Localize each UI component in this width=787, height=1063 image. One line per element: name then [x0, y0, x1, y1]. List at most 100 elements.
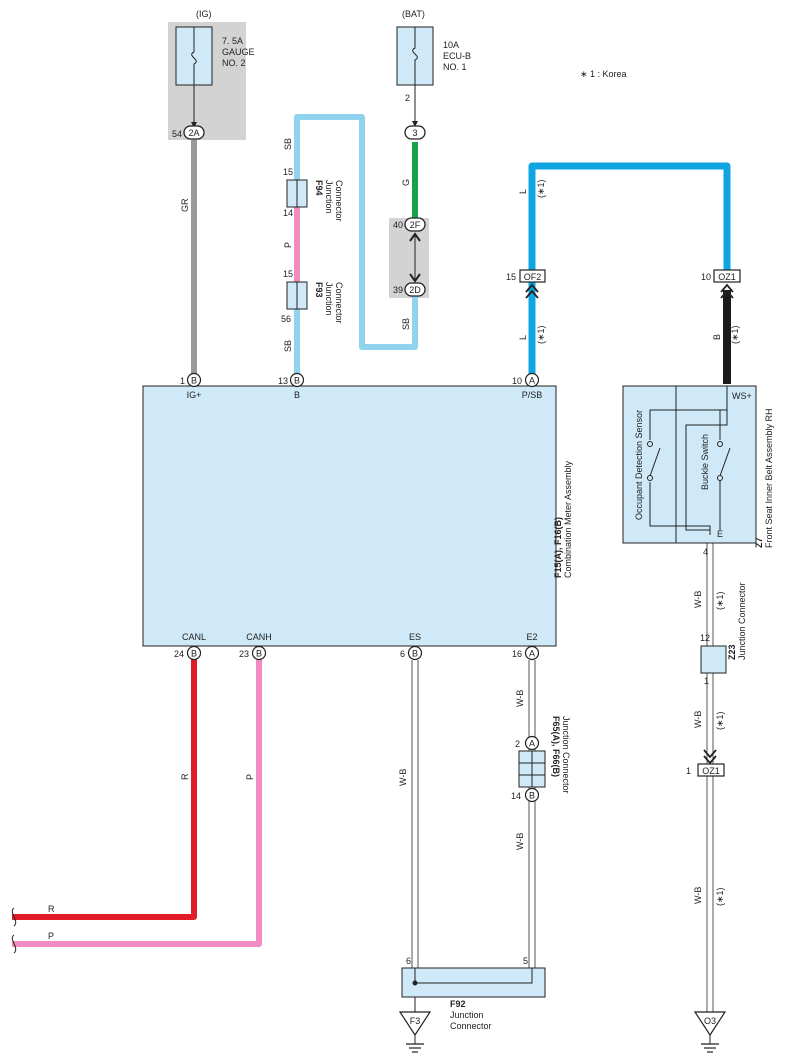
- svg-text:Front Seat Inner Belt Assembly: Front Seat Inner Belt Assembly RH: [764, 408, 774, 548]
- svg-text:6: 6: [400, 649, 405, 659]
- svg-text:F92: F92: [450, 999, 466, 1009]
- ground-o3-icon: O3: [693, 1011, 727, 1053]
- label-l2-note: (∗1): [536, 325, 546, 344]
- wire-wb-es: [411, 660, 419, 968]
- svg-text:2: 2: [515, 739, 520, 749]
- svg-text:Combination Meter Assembly: Combination Meter Assembly: [563, 460, 573, 578]
- label-wb5: W-B: [693, 711, 703, 728]
- svg-text:A: A: [529, 649, 535, 659]
- svg-text:Junction Connector: Junction Connector: [561, 716, 571, 794]
- bat-fuse-icon: [412, 27, 418, 85]
- connector-3: 3: [404, 125, 426, 140]
- svg-text:CANL: CANL: [182, 632, 206, 642]
- svg-text:OF2: OF2: [524, 272, 542, 282]
- label-wb2: W-B: [515, 690, 525, 707]
- svg-text:F65(A), F66(B): F65(A), F66(B): [551, 716, 561, 777]
- svg-text:O3: O3: [704, 1016, 716, 1026]
- label-l1-note: (∗1): [536, 179, 546, 198]
- svg-text:2A: 2A: [188, 128, 199, 138]
- label-b-note: (∗1): [730, 325, 740, 344]
- ig-fuse-no: NO. 2: [222, 58, 246, 68]
- svg-text:B: B: [294, 390, 300, 400]
- pin-40: 40: [393, 220, 403, 230]
- svg-text:P/SB: P/SB: [522, 390, 543, 400]
- meter-term-es: ES B 6: [400, 632, 423, 661]
- svg-text:B: B: [191, 376, 197, 386]
- connector-2a: 2A: [183, 125, 205, 140]
- label-wb4: W-B: [693, 591, 703, 608]
- label-p-end: P: [48, 931, 54, 941]
- meter-term-e2: E2 A 16: [512, 632, 540, 661]
- z7-assembly: [622, 385, 757, 544]
- svg-text:Z23: Z23: [727, 644, 737, 660]
- label-l1: L: [518, 189, 528, 194]
- svg-text:B: B: [191, 649, 197, 659]
- bat-fuse-no: NO. 1: [443, 62, 467, 72]
- bat-fuse-rating: 10A: [443, 40, 459, 50]
- meter-term-canh: CANH B 23: [239, 632, 272, 661]
- svg-text:1: 1: [180, 376, 185, 386]
- z7-e-label: E: [717, 529, 723, 539]
- label-wb6-note: (∗1): [715, 887, 725, 906]
- svg-text:B: B: [256, 649, 262, 659]
- z23-connector: [700, 645, 727, 674]
- bat-fuse-name: ECU-B: [443, 51, 471, 61]
- label-wb6: W-B: [693, 887, 703, 904]
- label-sb1: SB: [283, 138, 293, 150]
- korea-note: ∗ 1 : Korea: [580, 69, 627, 79]
- buckle-label: Buckle Switch: [700, 434, 710, 490]
- label-gr: GR: [180, 198, 190, 212]
- svg-text:B: B: [294, 376, 300, 386]
- svg-text:B: B: [529, 791, 535, 801]
- pin-39: 39: [393, 285, 403, 295]
- occupant-switch-icon: [647, 441, 661, 481]
- connector-oz1-top: OZ1: [713, 269, 741, 283]
- meter-label: F15(A), F16(B) Combination Meter Assembl…: [553, 460, 573, 578]
- pin-15-of2: 15: [506, 272, 516, 282]
- ig-fuse-name: GAUGE: [222, 47, 255, 57]
- meter-term-canl: CANL B 24: [174, 632, 206, 661]
- z7-pin-e: 4: [703, 547, 708, 557]
- z23-pin-top: 12: [700, 633, 710, 643]
- svg-text:Connector: Connector: [334, 180, 344, 222]
- ig-tag: (IG): [196, 9, 212, 19]
- buckle-switch-icon: [717, 410, 731, 530]
- svg-text:CANH: CANH: [246, 632, 272, 642]
- f93-label: F93 Junction Connector: [314, 282, 344, 324]
- label-r: R: [180, 773, 190, 780]
- occupant-label: Occupant Detection Sensor: [634, 410, 644, 520]
- label-sb2: SB: [283, 340, 293, 352]
- ground-f3-icon: F3: [398, 997, 432, 1053]
- z7-label: Z7 Front Seat Inner Belt Assembly RH: [754, 408, 774, 548]
- svg-text:2D: 2D: [409, 285, 421, 295]
- svg-text:IG+: IG+: [187, 390, 202, 400]
- svg-text:Junction: Junction: [324, 180, 334, 214]
- wire-wb-z7: [706, 543, 714, 1012]
- label-sb3: SB: [401, 318, 411, 330]
- svg-text:23: 23: [239, 649, 249, 659]
- svg-text:Connector: Connector: [334, 282, 344, 324]
- svg-text:B: B: [412, 649, 418, 659]
- z23-pin-bot: 1: [704, 676, 709, 686]
- meter-term-ig: B 1 IG+: [180, 372, 202, 400]
- connector-of2: OF2: [519, 269, 546, 283]
- wire-break-p: [11, 934, 17, 954]
- z23-label: Z23 Junction Connector: [727, 582, 747, 660]
- label-wb4-note: (∗1): [715, 591, 725, 610]
- wire-l: [528, 162, 731, 374]
- svg-text:F3: F3: [410, 1016, 421, 1026]
- f65-term-top: A 2: [515, 735, 540, 751]
- svg-text:A: A: [529, 376, 535, 386]
- svg-text:Connector: Connector: [450, 1021, 492, 1031]
- svg-text:F15(A), F16(B): F15(A), F16(B): [553, 517, 563, 578]
- svg-text:Junction Connector: Junction Connector: [737, 582, 747, 660]
- svg-text:F93: F93: [314, 282, 324, 298]
- f94-pin-bot: 14: [283, 208, 293, 218]
- svg-text:Z7: Z7: [754, 537, 764, 548]
- bat-tag: (BAT): [402, 9, 425, 19]
- svg-text:ES: ES: [409, 632, 421, 642]
- f65-term-bot: B 14: [511, 787, 540, 803]
- wire-wb-e2: [528, 660, 536, 968]
- f94-label: F94 Junction Connector: [314, 180, 344, 222]
